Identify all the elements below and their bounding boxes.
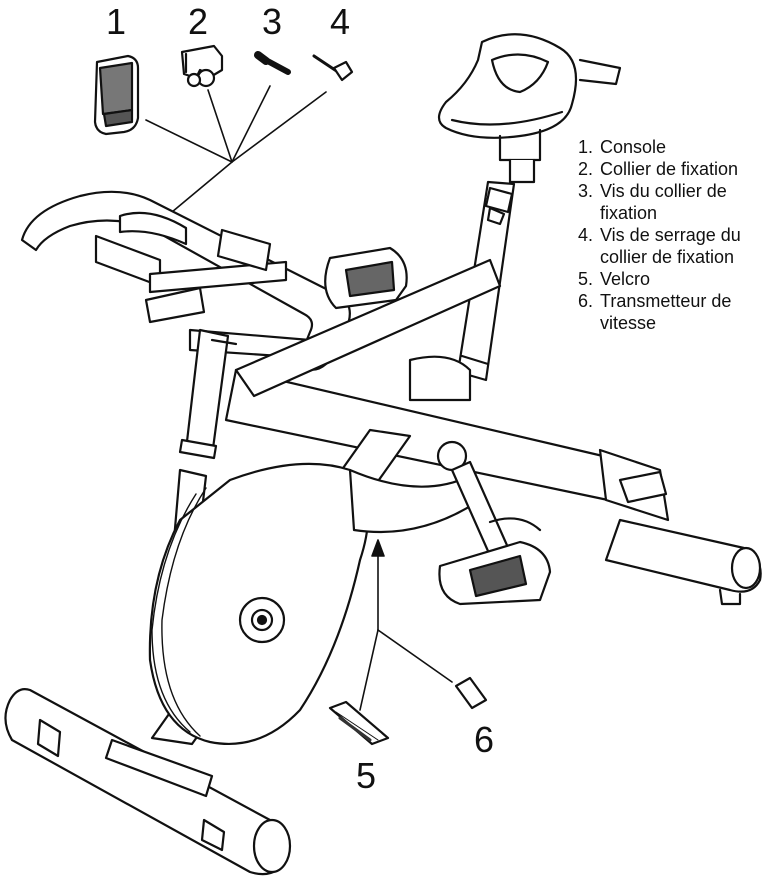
- callout-2: 2: [188, 1, 209, 42]
- legend-item: 6. Transmetteur de vitesse: [578, 290, 767, 334]
- handlebar-post: [178, 328, 238, 460]
- console-part: [93, 54, 140, 136]
- legend-number: 2.: [578, 159, 594, 179]
- crank-pedal: [436, 440, 552, 606]
- legend-text: Velcro: [600, 269, 651, 289]
- legend-text: Vis du collier de fixation: [600, 181, 727, 223]
- clamp-screw-part: [254, 51, 291, 75]
- legend-item: 3. Vis du collier de fixation: [578, 180, 767, 224]
- callout-4: 4: [330, 1, 351, 42]
- legend-number: 5.: [578, 269, 594, 289]
- legend-text: Transmetteur de vitesse: [600, 291, 732, 333]
- callout-3: 3: [262, 1, 283, 42]
- sensor-leaders: [359, 539, 453, 711]
- legend-number: 1.: [578, 137, 594, 157]
- legend-number: 6.: [578, 291, 594, 311]
- velcro-part: [328, 700, 390, 746]
- legend-item: 5. Velcro: [578, 268, 767, 290]
- rear-stabilizer: [604, 518, 762, 606]
- tightening-screw-part: [312, 54, 354, 82]
- legend-number: 3.: [578, 181, 594, 201]
- legend-number: 4.: [578, 225, 594, 245]
- legend-item: 1. Console: [578, 136, 767, 158]
- front-stabilizer: [4, 688, 292, 876]
- left-pedal: [324, 246, 408, 310]
- callout-1: 1: [106, 1, 127, 42]
- legend-text: Vis de serrage du collier de fixation: [600, 225, 741, 267]
- legend-item: 4. Vis de serrage du collier de fixation: [578, 224, 767, 268]
- legend-text: Console: [600, 137, 667, 157]
- callout-5: 5: [356, 755, 377, 796]
- legend-item: 2. Collier de fixation: [578, 158, 767, 180]
- callout-6: 6: [474, 719, 495, 760]
- flywheel: [148, 462, 370, 746]
- legend-text: Collier de fixation: [600, 159, 739, 179]
- speed-sensor-part: [454, 676, 488, 710]
- saddle: [437, 33, 622, 184]
- part-leader-lines: [145, 85, 327, 225]
- clamp-part: [180, 44, 224, 88]
- parts-legend: 1. Console 2. Collier de fixation 3. Vis…: [578, 136, 767, 334]
